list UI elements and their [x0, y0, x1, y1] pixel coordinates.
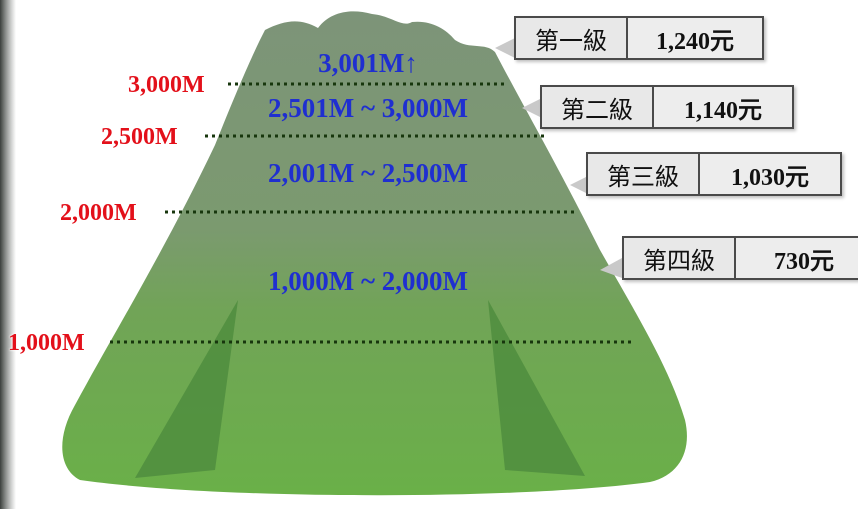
grade-name: 第四級	[624, 238, 736, 278]
grade-box-1: 第一級 1,240元	[514, 16, 764, 60]
callout-pointers	[495, 38, 622, 278]
band-range-grade-2: 2,501M ~ 3,000M	[267, 93, 469, 123]
band-range-grade-4: 1,000M ~ 2,000M	[267, 266, 469, 296]
grade-price: 1,240元	[628, 18, 762, 58]
left-edge-shadow	[0, 0, 16, 509]
grade-box-2: 第二級 1,140元	[540, 85, 794, 129]
altitude-label-3000: 3,000M	[128, 72, 205, 98]
band-range-grade-3: 2,001M ~ 2,500M	[267, 158, 469, 188]
altitude-label-2500: 2,500M	[101, 124, 178, 150]
mountain-shadow-right	[488, 300, 585, 476]
contour-lines	[110, 82, 635, 344]
grade-price: 1,030元	[700, 154, 840, 194]
band-range-grade-1: 3,001M↑	[318, 48, 418, 78]
grade-price: 730元	[736, 238, 858, 278]
grade-name: 第三級	[588, 154, 700, 194]
pointer-grade-4	[600, 258, 622, 278]
altitude-label-2000: 2,000M	[60, 200, 137, 226]
grade-price: 1,140元	[654, 87, 792, 127]
mountain-shadow-left	[135, 300, 238, 478]
grade-name: 第二級	[542, 87, 654, 127]
altitude-label-1000: 1,000M	[8, 330, 85, 356]
pointer-grade-3	[570, 175, 590, 195]
grade-name: 第一級	[516, 18, 628, 58]
pointer-grade-1	[495, 38, 515, 58]
grade-box-4: 第四級 730元	[622, 236, 858, 280]
grade-box-3: 第三級 1,030元	[586, 152, 842, 196]
pointer-grade-2	[522, 98, 542, 118]
